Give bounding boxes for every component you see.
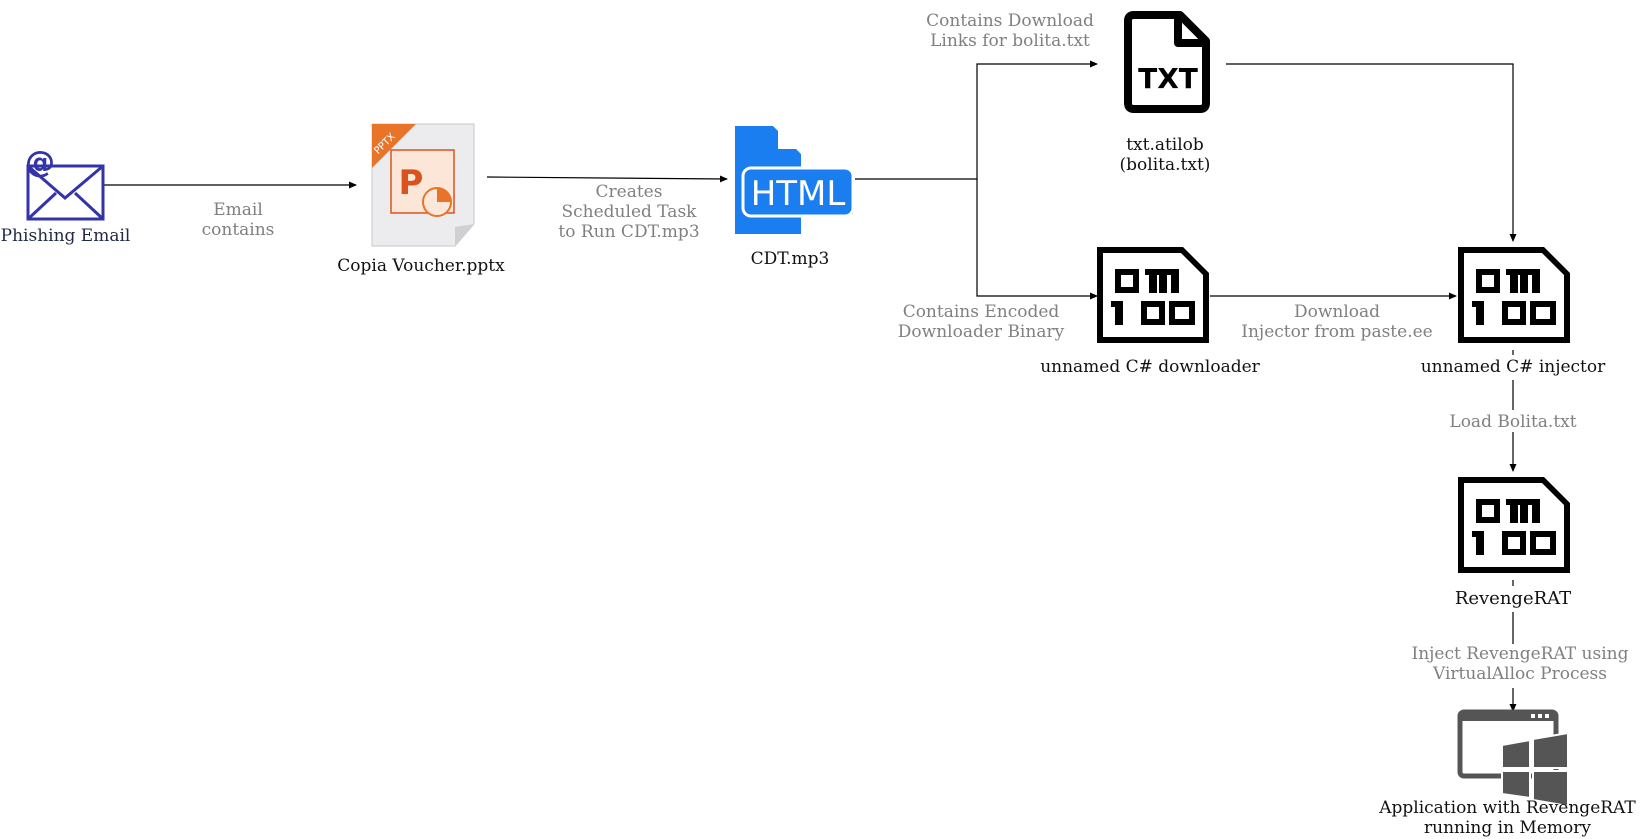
node-label-csharp-injector: unnamed C# injector [1415, 357, 1611, 377]
svg-text:TXT: TXT [1138, 62, 1198, 95]
node-label-csharp-downloader: unnamed C# downloader [1040, 357, 1260, 377]
edge-html-to-txt [855, 60, 1098, 180]
edge-html-to-downloader [976, 179, 1098, 300]
edge-pptx-to-html [486, 175, 728, 183]
edge-label-download-links: Contains Download Links for bolita.txt [926, 11, 1094, 51]
edge-label-encoded-downloader: Contains Encoded Downloader Binary [897, 302, 1065, 342]
email-icon: @ [25, 145, 105, 221]
edge-label-load-bolita: Load Bolita.txt [1440, 412, 1586, 432]
node-label-application-memory: Application with RevengeRAT running in M… [1379, 798, 1636, 838]
connectors [103, 60, 1517, 711]
node-label-phishing-email: Phishing Email [0, 226, 131, 246]
svg-text:HTML: HTML [751, 174, 846, 214]
binary-file-icon [1458, 247, 1570, 343]
node-label-txt-atilob: txt.atilob (bolita.txt) [1119, 135, 1211, 175]
html-file-icon: HTML [735, 126, 855, 234]
edge-label-inject-revengerat: Inject RevengeRAT using VirtualAlloc Pro… [1405, 644, 1635, 684]
svg-text:@: @ [25, 145, 55, 180]
node-label-cdt-mp3: CDT.mp3 [750, 249, 830, 269]
node-label-revengerat: RevengeRAT [1448, 589, 1578, 609]
edge-label-creates-scheduled-task: Creates Scheduled Task to Run CDT.mp3 [549, 182, 709, 242]
node-label-copia-voucher: Copia Voucher.pptx [337, 256, 505, 276]
edge-txt-to-injector [1226, 63, 1517, 242]
binary-file-icon [1458, 477, 1570, 573]
edge-label-email-contains: Email contains [201, 200, 275, 240]
pptx-file-icon: PPTX P [371, 123, 475, 247]
windows-app-icon [1457, 709, 1569, 808]
binary-file-icon [1097, 247, 1209, 343]
txt-file-icon: TXT [1124, 11, 1210, 113]
svg-text:P: P [399, 163, 424, 203]
edge-label-download-injector: Download Injector from paste.ee [1241, 302, 1433, 342]
